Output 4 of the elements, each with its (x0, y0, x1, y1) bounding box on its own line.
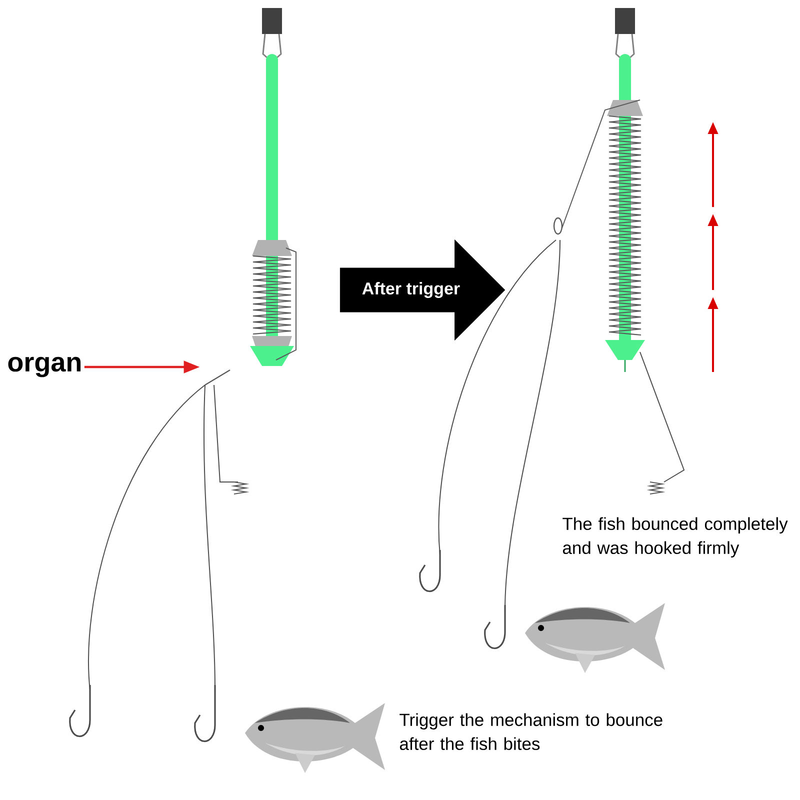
note-text: The fish bounced completely and was hooked firmly (562, 517, 788, 558)
callout-text: organ (8, 356, 81, 378)
note-text: Trigger the mechanism to bounce after the fish bites (400, 713, 662, 750)
edge-label: After trigger (360, 281, 462, 299)
